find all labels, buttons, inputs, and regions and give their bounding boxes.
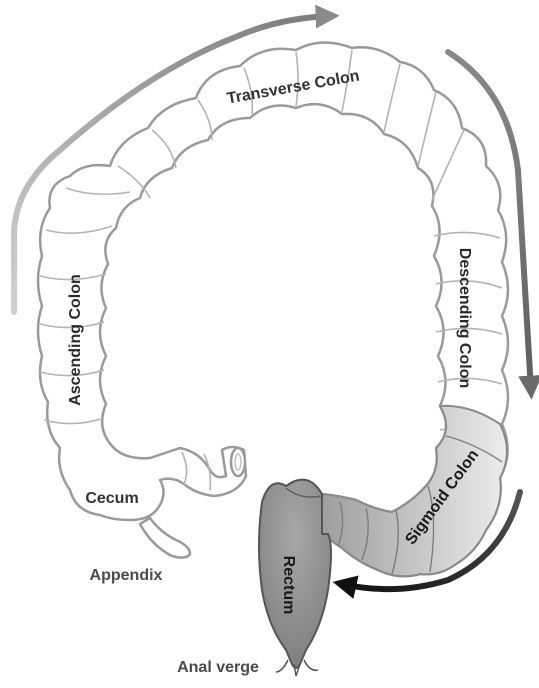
ileum-opening xyxy=(231,448,245,476)
label-ascending-colon: Ascending Colon xyxy=(67,274,84,406)
label-anal-verge: Anal verge xyxy=(177,659,259,676)
label-cecum: Cecum xyxy=(85,490,138,507)
label-descending-colon: Descending Colon xyxy=(456,248,473,388)
label-rectum: Rectum xyxy=(280,556,297,615)
label-appendix: Appendix xyxy=(90,567,163,584)
appendix xyxy=(140,518,190,558)
sigmoid-colon xyxy=(322,406,507,576)
